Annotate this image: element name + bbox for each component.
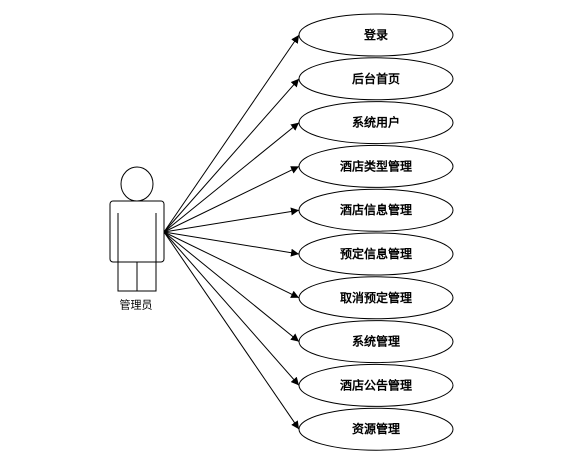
use-case-2: 后台首页 <box>298 57 454 101</box>
association-arrow <box>163 231 300 386</box>
association-arrow <box>163 122 300 233</box>
actor-head <box>120 166 154 202</box>
association-arrow <box>163 165 300 233</box>
use-case-label: 登录 <box>363 27 388 42</box>
use-case-5: 酒店信息管理 <box>298 188 454 232</box>
use-case-ellipse <box>298 276 454 320</box>
use-case-ellipse <box>298 320 454 364</box>
use-case-ellipse <box>298 188 454 232</box>
use-case-4: 酒店类型管理 <box>298 144 454 188</box>
actor-administrator: 管理员 <box>109 166 165 312</box>
use-case-ellipse <box>298 144 454 188</box>
association-arrow <box>163 231 300 430</box>
association-arrow <box>163 231 300 299</box>
association-arrow <box>163 78 300 233</box>
use-case-label: 资源管理 <box>352 421 400 436</box>
use-case-label: 酒店公告管理 <box>340 377 412 392</box>
use-case-6: 预定信息管理 <box>298 232 454 276</box>
use-case-7: 取消预定管理 <box>298 276 454 320</box>
use-case-ellipse <box>298 57 454 101</box>
actor-label: 管理员 <box>120 298 153 312</box>
use-case-list: 登录后台首页系统用户酒店类型管理酒店信息管理预定信息管理取消预定管理系统管理酒店… <box>298 13 454 451</box>
association-arrow <box>163 231 300 257</box>
use-case-label: 后台首页 <box>352 71 400 86</box>
use-case-label: 系统用户 <box>352 115 400 130</box>
use-case-ellipse <box>298 232 454 276</box>
use-case-label: 酒店信息管理 <box>340 202 412 217</box>
use-case-label: 系统管理 <box>352 334 400 349</box>
association-arrow <box>163 34 300 233</box>
use-case-label: 预定信息管理 <box>340 246 412 261</box>
use-case-ellipse <box>298 363 454 407</box>
use-case-ellipse <box>298 407 454 451</box>
use-case-label: 酒店类型管理 <box>340 158 412 173</box>
use-case-3: 系统用户 <box>298 101 454 145</box>
use-case-9: 酒店公告管理 <box>298 363 454 407</box>
use-case-8: 系统管理 <box>298 320 454 364</box>
use-case-ellipse <box>298 101 454 145</box>
association-lines <box>163 34 300 430</box>
use-case-ellipse <box>298 13 454 57</box>
actor-leg-left <box>117 261 138 292</box>
use-case-1: 登录 <box>298 13 454 57</box>
actor-leg-right <box>136 261 157 292</box>
use-case-10: 资源管理 <box>298 407 454 451</box>
association-arrow <box>163 207 300 233</box>
use-case-label: 取消预定管理 <box>340 290 412 305</box>
association-arrow <box>163 231 300 342</box>
